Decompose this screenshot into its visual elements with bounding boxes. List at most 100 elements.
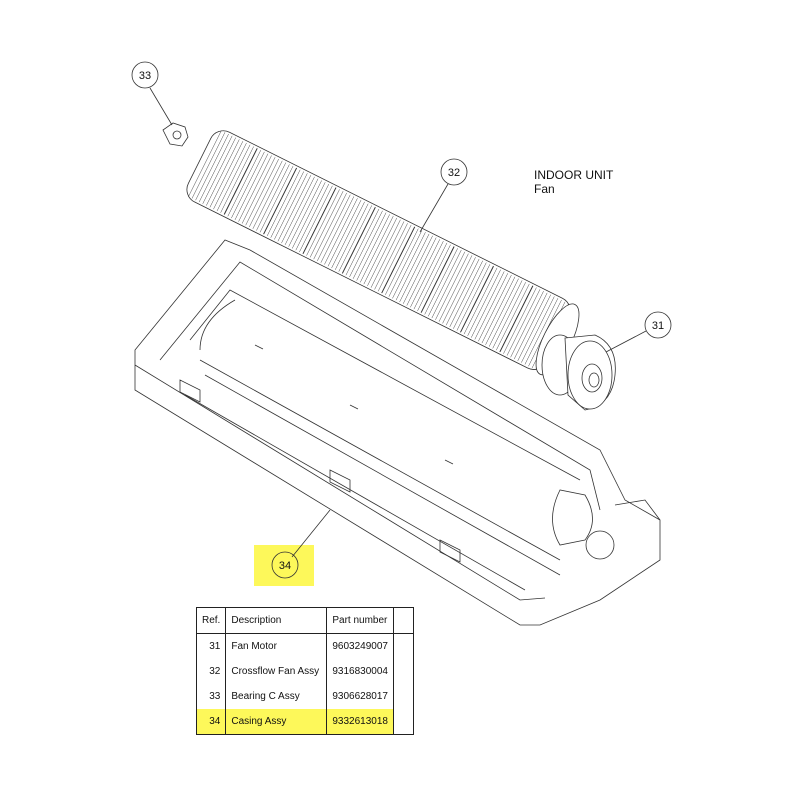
fan-blade-line bbox=[188, 130, 222, 197]
cell-description: Bearing C Assy bbox=[225, 684, 328, 709]
cell-blank bbox=[392, 633, 414, 659]
fan-blade-line bbox=[363, 217, 398, 285]
header-ref: Ref. bbox=[195, 607, 227, 634]
fan-blade-line bbox=[299, 185, 333, 253]
fan-blade-line bbox=[191, 132, 226, 199]
fan-blade-line bbox=[399, 235, 433, 303]
fan-blade-line bbox=[395, 233, 430, 301]
fan-blade-line bbox=[456, 264, 491, 331]
fan-blade-line bbox=[360, 216, 394, 283]
table-row: 33 Bearing C Assy 9306628017 bbox=[195, 684, 414, 709]
table-row: 31 Fan Motor 9603249007 bbox=[195, 633, 414, 659]
fan-blade-line bbox=[306, 189, 340, 256]
fan-blade-line bbox=[438, 255, 473, 322]
fan-blade-line bbox=[209, 141, 244, 208]
fan-blade-line bbox=[198, 135, 233, 203]
casing-part bbox=[134, 239, 661, 626]
fan-blade-line bbox=[517, 294, 551, 361]
fan-blade-line bbox=[499, 285, 534, 353]
fan-blade-line bbox=[231, 151, 265, 219]
cell-ref: 32 bbox=[195, 659, 227, 684]
leader-lines bbox=[149, 87, 647, 558]
fan-blade-line bbox=[417, 244, 451, 312]
fan-blade-line bbox=[524, 298, 559, 365]
fan-blade-line bbox=[295, 183, 330, 251]
fan-blade-line bbox=[234, 153, 269, 220]
fan-blade-line bbox=[245, 158, 279, 226]
callout-34 bbox=[271, 551, 299, 579]
fan-blade-line bbox=[388, 230, 423, 297]
header-description: Description bbox=[225, 607, 328, 634]
fan-blade-line bbox=[263, 167, 298, 235]
fan-blade-line bbox=[331, 201, 365, 269]
diagram-title: INDOOR UNIT Fan bbox=[534, 168, 613, 196]
fan-blade-line bbox=[345, 208, 380, 276]
fan-blade-line bbox=[320, 196, 355, 263]
fan-blade-line bbox=[377, 224, 412, 292]
fan-blade-line bbox=[341, 206, 376, 274]
fan-blade-line bbox=[281, 176, 315, 244]
fan-motor-part bbox=[541, 334, 616, 411]
fan-blade-line bbox=[220, 146, 254, 213]
fan-blade-line bbox=[277, 174, 312, 242]
fan-blade-line bbox=[327, 199, 362, 267]
fan-blade-line bbox=[442, 257, 476, 324]
fan-blade-line bbox=[460, 265, 494, 333]
fan-blade-line bbox=[238, 155, 272, 222]
fan-blade-line bbox=[335, 203, 369, 270]
fan-blade-line bbox=[356, 214, 390, 281]
fan-blade-line bbox=[503, 287, 537, 354]
fan-blade-line bbox=[288, 180, 322, 247]
cell-blank bbox=[392, 709, 414, 735]
fan-blade-line bbox=[227, 150, 261, 217]
fan-blade-line bbox=[274, 173, 308, 240]
fan-blade-line bbox=[521, 296, 555, 363]
bearing-part bbox=[162, 122, 189, 147]
fan-blade-line bbox=[420, 246, 455, 313]
cell-blank bbox=[392, 659, 414, 684]
title-section: Fan bbox=[534, 182, 555, 196]
cell-description: Fan Motor bbox=[225, 633, 328, 659]
fan-blade-line bbox=[381, 226, 416, 294]
fan-blade-line bbox=[474, 273, 508, 340]
fan-blade-line bbox=[410, 241, 444, 308]
fan-blade-line bbox=[266, 169, 301, 237]
fan-blade-line bbox=[445, 258, 480, 326]
fan-blade-line bbox=[385, 228, 419, 295]
cell-part-number: 9332613018 bbox=[326, 709, 394, 735]
fan-blade-line bbox=[270, 171, 304, 238]
fan-blade-line bbox=[428, 249, 462, 317]
callout-34-label: 34 bbox=[279, 560, 291, 572]
parts-table: Ref. Description Part number 31 Fan Moto… bbox=[195, 607, 414, 735]
fan-blade-line bbox=[431, 251, 466, 319]
cell-description: Crossflow Fan Assy bbox=[225, 659, 328, 684]
fan-blade-line bbox=[481, 276, 516, 344]
cell-ref: 34 bbox=[195, 709, 227, 735]
fan-blade-line bbox=[492, 282, 526, 349]
fan-blade-line bbox=[392, 232, 426, 299]
callout-32 bbox=[440, 158, 468, 186]
cell-description: Casing Assy bbox=[225, 709, 328, 735]
fan-blade-line bbox=[374, 223, 408, 290]
fan-blade-line bbox=[324, 198, 358, 265]
fan-blade-line bbox=[338, 205, 372, 272]
table-row: 32 Crossflow Fan Assy 9316830004 bbox=[195, 659, 414, 684]
fan-blade-line bbox=[449, 260, 483, 328]
fan-blade-line bbox=[463, 267, 498, 335]
cell-part-number: 9306628017 bbox=[326, 684, 394, 709]
fan-blade-line bbox=[403, 237, 437, 304]
fan-blade-line bbox=[256, 164, 290, 231]
header-part-number: Part number bbox=[326, 607, 394, 634]
fan-blade-line bbox=[302, 187, 337, 255]
fan-blade-line bbox=[309, 191, 344, 258]
fan-blade-line bbox=[467, 269, 501, 336]
fan-blade-line bbox=[313, 192, 347, 260]
cell-part-number: 9316830004 bbox=[326, 659, 394, 684]
fan-blade-line bbox=[216, 144, 251, 212]
callout-33 bbox=[131, 61, 159, 89]
fan-blade-line bbox=[223, 148, 258, 215]
cell-blank bbox=[392, 684, 414, 709]
cell-ref: 31 bbox=[195, 633, 227, 659]
fan-blade-line bbox=[367, 219, 401, 287]
cell-part-number: 9603249007 bbox=[326, 633, 394, 659]
